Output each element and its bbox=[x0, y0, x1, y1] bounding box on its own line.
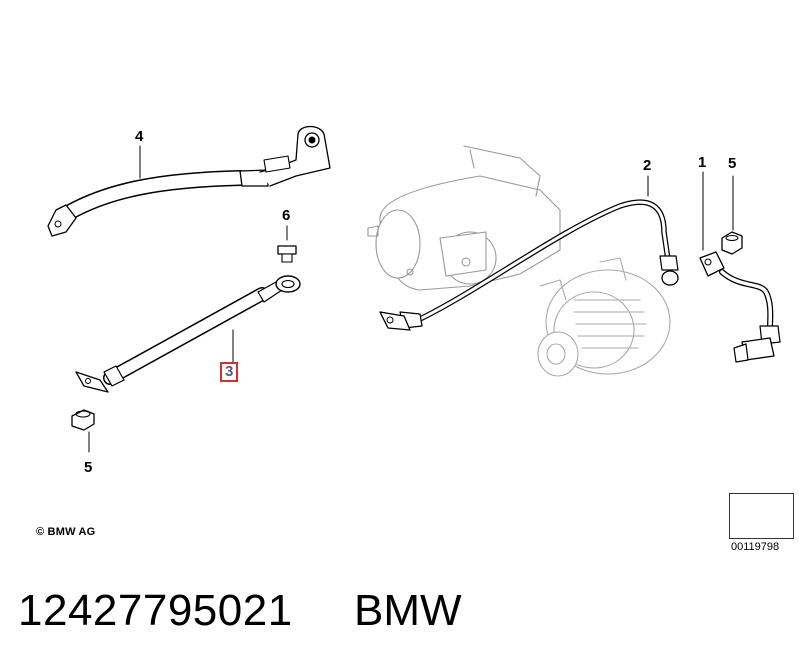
parts-diagram bbox=[47, 125, 794, 535]
starter-motor bbox=[367, 145, 561, 291]
reference-number: 00119798 bbox=[731, 541, 780, 553]
bolt-part-6 bbox=[277, 225, 297, 263]
cable-part-3 bbox=[75, 275, 301, 393]
nut-part-5-left bbox=[71, 409, 95, 453]
cable-part-1 bbox=[699, 171, 781, 363]
callout-1: 1 bbox=[698, 154, 707, 171]
callout-4: 4 bbox=[135, 128, 144, 145]
alternator bbox=[537, 257, 671, 377]
callout-5-left: 5 bbox=[84, 459, 93, 476]
nut-part-5-right bbox=[721, 175, 743, 255]
reference-box bbox=[729, 493, 794, 539]
copyright-notice: © BMW AG bbox=[36, 526, 96, 538]
cable-part-4 bbox=[47, 125, 331, 237]
callout-5-right: 5 bbox=[728, 155, 737, 172]
callout-3-highlighted: 3 bbox=[220, 362, 239, 382]
callout-2: 2 bbox=[643, 157, 652, 174]
callout-6: 6 bbox=[282, 207, 291, 224]
part-number: 12427795021 bbox=[18, 586, 293, 635]
cable-part-2 bbox=[379, 175, 679, 331]
brand-name: BMW bbox=[354, 586, 462, 635]
